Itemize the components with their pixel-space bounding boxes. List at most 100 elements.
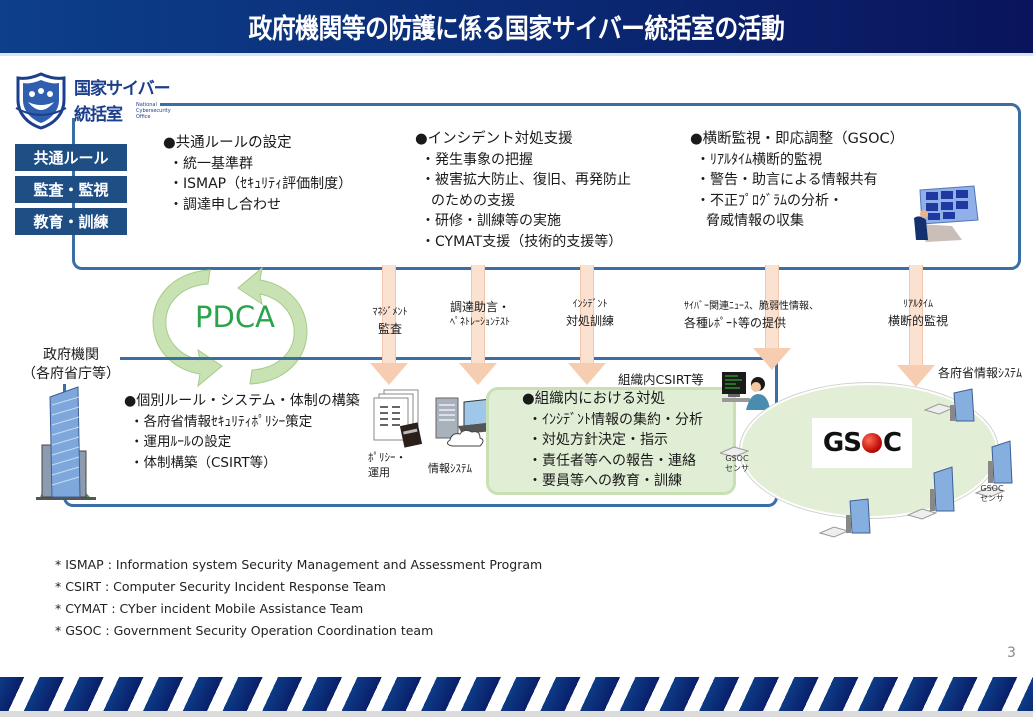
block-item: ・不正ﾌﾟﾛｸﾞﾗﾑの分析・ xyxy=(696,192,843,209)
top-frame-line xyxy=(160,103,1013,106)
sensor-node-icon xyxy=(720,446,750,458)
block-item: ・ｲﾝｼﾃﾞﾝﾄ情報の集約・分析 xyxy=(528,411,703,428)
block-heading: ●組織内における対処 xyxy=(522,391,666,407)
pdca-label: PDCA xyxy=(195,300,275,334)
arrow-label-incident-training: ｲﾝｼﾃﾞﾝﾄ 対処訓練 xyxy=(555,297,625,329)
page-title: 政府機関等の防護に係る国家サイバー統括室の活動 xyxy=(248,14,785,45)
gsoc-logo-text-right: C xyxy=(882,428,902,458)
policy-label-line2: 運用 xyxy=(368,466,390,479)
sensor-node-icon xyxy=(923,403,955,415)
side-tabs: 共通ルール 監査・監視 教育・訓練 xyxy=(15,144,127,240)
gov-building-icon xyxy=(36,386,96,500)
arrow-label-procurement-pentest: 調達助言・ ﾍﾟﾈﾄﾚｰｼｮﾝﾃｽﾄ xyxy=(432,299,528,331)
sensor-label-line1: GSOC xyxy=(725,454,749,463)
arrow-label-line1: ﾘｱﾙﾀｲﾑ xyxy=(903,299,933,310)
block-heading: ●インシデント対処支援 xyxy=(415,131,573,147)
sensor-node-icon xyxy=(906,508,938,520)
arrow-label-management-audit: ﾏﾈｼﾞﾒﾝﾄ 監査 xyxy=(355,305,425,337)
arrow-label-line2: 監査 xyxy=(377,322,402,336)
ministry-building-icon xyxy=(950,388,975,422)
block-item: ・ﾘｱﾙﾀｲﾑ横断的監視 xyxy=(696,151,822,168)
gov-agencies-label: 政府機関 （各府省庁等） xyxy=(22,346,120,384)
ministry-building-icon xyxy=(846,498,871,534)
sensor-label-line1: GSOC xyxy=(980,484,1004,493)
title-bar: 政府機関等の防護に係る国家サイバー統括室の活動 xyxy=(0,0,1033,56)
block-item: ・各府省情報ｾｷｭﾘﾃｨﾎﾟﾘｼｰ策定 xyxy=(130,413,313,430)
arrow-label-realtime-monitoring: ﾘｱﾙﾀｲﾑ 横断的監視 xyxy=(878,297,958,329)
sensor-label-line2: センサ xyxy=(725,464,749,473)
tab-audit-monitoring: 監査・監視 xyxy=(15,176,127,203)
block-item: ・ISMAP（ｾｷｭﾘﾃｨ評価制度） xyxy=(169,176,353,192)
footnote-ismap: * ISMAP : Information system Security Ma… xyxy=(55,557,543,572)
block-item: ・運用ﾙｰﾙの設定 xyxy=(130,434,232,450)
tab-education-training: 教育・訓練 xyxy=(15,208,127,235)
block-item: のための支援 xyxy=(431,192,515,209)
shield-emblem-icon xyxy=(15,72,67,130)
arrow-label-line1: ｻｲﾊﾞｰ関連ﾆｭｰｽ、脆弱性情報、 xyxy=(684,301,819,312)
block-item: ・調達申し合わせ xyxy=(169,196,281,213)
block-item: ・要員等への教育・訓練 xyxy=(528,473,682,489)
arrow-label-line2: ﾍﾟﾈﾄﾚｰｼｮﾝﾃｽﾄ xyxy=(450,317,510,328)
gov-individual-rules-block: ●個別ルール・システム・体制の構築 ・各府省情報ｾｷｭﾘﾃｨﾎﾟﾘｼｰ策定 ・運… xyxy=(124,391,360,473)
logo-text-line2: 統括室 xyxy=(74,105,123,125)
gov-label-line1: 政府機関 xyxy=(43,347,99,363)
sensor-node-icon xyxy=(974,486,1006,498)
ministry-building-icon xyxy=(988,440,1013,484)
block-item: ・責任者等への報告・連絡 xyxy=(528,452,696,469)
arrow-label-line1: ｲﾝｼﾃﾞﾝﾄ xyxy=(572,299,608,310)
csirt-label: 組織内CSIRT等 xyxy=(618,372,704,387)
block-item: ・対処方針決定・指示 xyxy=(528,432,668,448)
ministry-building-icon xyxy=(930,466,955,512)
tab-common-rules: 共通ルール xyxy=(15,144,127,171)
block-item: ・被害拡大防止、復旧、再発防止 xyxy=(421,172,631,188)
gsoc-sensor-label: GSOC センサ xyxy=(725,454,749,474)
block-item: ・研修・訓練等の実施 xyxy=(421,213,561,229)
footer-bottom-bar xyxy=(0,711,1033,717)
block-heading: ●共通ルールの設定 xyxy=(163,135,292,151)
gsoc-logo-text-left: GS xyxy=(822,428,862,458)
sensor-node-icon xyxy=(818,526,850,538)
block-item: 脅威情報の収集 xyxy=(706,213,804,229)
arrow-label-line2: 横断的監視 xyxy=(887,314,948,328)
ministry-systems-label: 各府省情報ｼｽﾃﾑ xyxy=(938,366,1023,380)
arrow-label-line2: 各種ﾚﾎﾟｰﾄ等の提供 xyxy=(684,316,787,330)
logo-text-line1: 国家サイバー xyxy=(74,79,171,99)
footnotes: * ISMAP : Information system Security Ma… xyxy=(55,554,542,642)
gsoc-logo: GS C xyxy=(812,418,912,468)
info-system-label: 情報ｼｽﾃﾑ xyxy=(428,462,472,475)
csirt-box xyxy=(486,387,736,495)
policy-label: ﾎﾟﾘｼｰ・ 運用 xyxy=(368,450,407,480)
policy-documents-icon xyxy=(373,389,423,448)
footnote-gsoc: * GSOC : Government Security Operation C… xyxy=(55,623,434,638)
gsoc-monitoring-block: ●横断監視・即応調整（GSOC） ・ﾘｱﾙﾀｲﾑ横断的監視 ・警告・助言による情… xyxy=(690,129,904,232)
arrow-label-line1: 調達助言・ xyxy=(449,300,510,314)
csirt-response-block: ●組織内における対処 ・ｲﾝｼﾃﾞﾝﾄ情報の集約・分析 ・対処方針決定・指示 ・… xyxy=(522,389,703,492)
common-rules-block: ●共通ルールの設定 ・統一基準群 ・ISMAP（ｾｷｭﾘﾃｨ評価制度） ・調達申… xyxy=(163,133,352,215)
gsoc-logo-sphere-icon xyxy=(861,433,882,453)
policy-label-line1: ﾎﾟﾘｼｰ・ xyxy=(368,451,407,464)
footnote-cymat: * CYMAT : CYber incident Mobile Assistan… xyxy=(55,601,364,616)
incident-support-block: ●インシデント対処支援 ・発生事象の把握 ・被害拡大防止、復旧、再発防止 のため… xyxy=(415,129,631,252)
monitoring-operator-icon xyxy=(914,185,979,242)
block-item: ・発生事象の把握 xyxy=(421,151,533,168)
block-item: ・体制構築（CSIRT等） xyxy=(130,454,277,471)
block-item: ・CYMAT支援（技術的支援等） xyxy=(421,233,623,250)
footnote-csirt: * CSIRT : Computer Security Incident Res… xyxy=(55,579,386,594)
block-heading: ●横断監視・即応調整（GSOC） xyxy=(690,131,905,147)
arrow-label-line2: 対処訓練 xyxy=(565,314,614,328)
logo-connector xyxy=(72,128,75,148)
nco-logo: 国家サイバー 統括室 National Cybersecurity Office xyxy=(14,72,171,130)
page-number: 3 xyxy=(1007,645,1016,661)
arrow-label-news-reports: ｻｲﾊﾞｰ関連ﾆｭｰｽ、脆弱性情報、 各種ﾚﾎﾟｰﾄ等の提供 xyxy=(684,299,864,331)
arrow-label-line1: ﾏﾈｼﾞﾒﾝﾄ xyxy=(372,307,408,318)
block-item: ・警告・助言による情報共有 xyxy=(696,172,878,188)
gov-frame-top-line xyxy=(118,357,776,360)
block-heading: ●個別ルール・システム・体制の構築 xyxy=(124,393,360,409)
gsoc-sensor-label: GSOC センサ xyxy=(980,484,1004,504)
sensor-label-line2: センサ xyxy=(980,494,1004,503)
top-frame-corner xyxy=(1003,103,1021,121)
block-item: ・統一基準群 xyxy=(169,155,253,172)
footer-stripe-band xyxy=(0,677,1033,711)
csirt-operator-icon xyxy=(722,372,770,410)
gov-label-line2: （各府省庁等） xyxy=(22,366,120,382)
